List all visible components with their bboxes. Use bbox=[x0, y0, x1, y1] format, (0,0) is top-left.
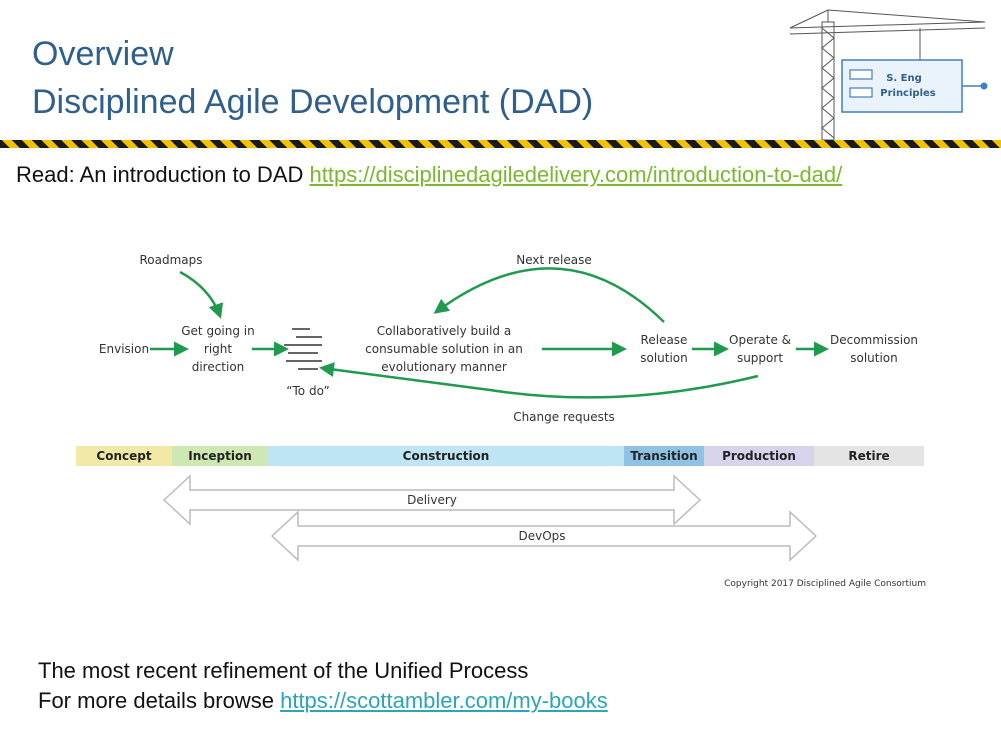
logo: S. Eng Principles bbox=[780, 8, 995, 144]
more-details-line: For more details browse https://scottamb… bbox=[38, 686, 608, 716]
phase-inception bbox=[172, 446, 268, 466]
phase-inception-label: Inception bbox=[188, 449, 252, 463]
decommission-line1: Decommission bbox=[830, 333, 918, 347]
hazard-stripe-divider bbox=[0, 140, 1001, 148]
change-requests-label: Change requests bbox=[513, 410, 615, 424]
envision-label: Envision bbox=[99, 342, 149, 356]
more-details-prefix: For more details browse bbox=[38, 688, 281, 713]
build-line2: consumable solution in an bbox=[365, 342, 523, 356]
release-line2: solution bbox=[640, 351, 688, 365]
phase-transition-label: Transition bbox=[630, 449, 697, 463]
crane-icon: S. Eng Principles bbox=[789, 9, 988, 141]
dad-introduction-link[interactable]: https://disciplinedagiledelivery.com/int… bbox=[309, 162, 843, 187]
todo-label: “To do” bbox=[286, 384, 329, 398]
delivery-label: Delivery bbox=[407, 493, 457, 507]
unified-process-line: The most recent refinement of the Unifie… bbox=[38, 658, 529, 683]
title-line-dad: Disciplined Agile Development (DAD) bbox=[32, 83, 594, 121]
phase-production bbox=[704, 446, 814, 466]
reading-prefix: Read: An introduction to DAD bbox=[16, 162, 310, 187]
phase-production-label: Production bbox=[722, 449, 796, 463]
bottom-text: The most recent refinement of the Unifie… bbox=[38, 656, 608, 716]
logo-line1: S. Eng bbox=[886, 73, 922, 84]
decommission-line2: solution bbox=[850, 351, 898, 365]
build-line1: Collaboratively build a bbox=[377, 324, 511, 338]
roadmaps-label: Roadmaps bbox=[139, 253, 202, 267]
release-line1: Release bbox=[641, 333, 688, 347]
change-requests-arrow bbox=[319, 362, 759, 399]
phase-transition bbox=[624, 446, 704, 466]
phase-retire bbox=[814, 446, 924, 466]
get-going-line2: right bbox=[204, 342, 232, 356]
roadmaps-arrow bbox=[179, 270, 224, 319]
todo-list-icon bbox=[284, 328, 322, 370]
copyright-label: Copyright 2017 Disciplined Agile Consort… bbox=[724, 579, 926, 589]
build-line3: evolutionary manner bbox=[381, 360, 507, 374]
dad-lifecycle-diagram: Roadmaps Next release Envision Get going… bbox=[76, 253, 926, 589]
phase-construction bbox=[268, 446, 624, 466]
devops-double-arrow bbox=[270, 510, 818, 562]
phase-concept bbox=[76, 446, 172, 466]
phase-bar: Concept Inception Construction Transitio… bbox=[76, 446, 924, 466]
operate-line2: support bbox=[737, 351, 783, 365]
page-title: Overview Disciplined Agile Development (… bbox=[32, 30, 593, 126]
phase-retire-label: Retire bbox=[848, 449, 889, 463]
scottambler-books-link[interactable]: https://scottambler.com/my-books bbox=[280, 688, 608, 713]
next-release-arrow bbox=[433, 267, 665, 323]
title-line-overview: Overview bbox=[32, 35, 174, 73]
operate-line1: Operate & bbox=[729, 333, 791, 347]
next-release-label: Next release bbox=[516, 253, 592, 267]
devops-label: DevOps bbox=[518, 529, 565, 543]
reading-line: Read: An introduction to DAD https://dis… bbox=[16, 162, 842, 188]
logo-line2: Principles bbox=[880, 88, 936, 99]
phase-construction-label: Construction bbox=[403, 449, 490, 463]
get-going-line1: Get going in bbox=[181, 324, 254, 338]
delivery-double-arrow bbox=[162, 474, 702, 526]
phase-concept-label: Concept bbox=[96, 449, 151, 463]
get-going-line3: direction bbox=[192, 360, 245, 374]
